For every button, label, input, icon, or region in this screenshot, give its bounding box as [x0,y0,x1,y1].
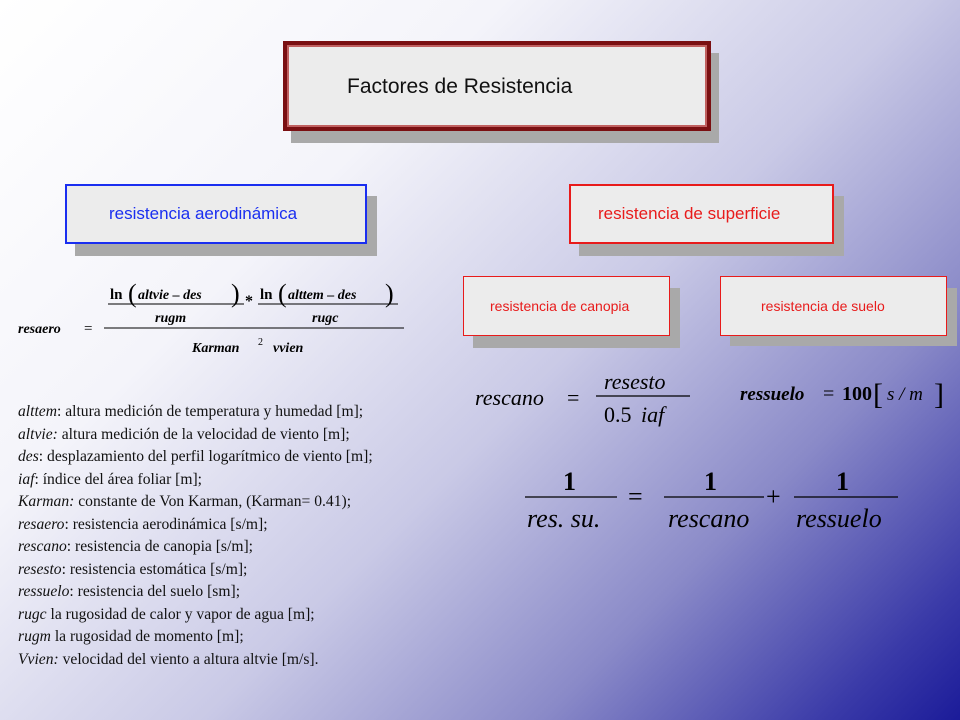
rescano-num: resesto [604,369,666,394]
ressuelo-equals: = [823,383,834,405]
arg-2: alttem – des [288,288,357,303]
paren-open-1: ( [128,279,137,308]
total-plus: + [766,482,781,511]
definition-item: rugm la rugosidad de momento [m]; [18,626,373,649]
karman-exp: 2 [258,337,263,348]
total-resistance-equation: 1 res. su. = 1 rescano + 1 ressuelo [525,467,898,533]
title-box: Factores de Resistencia [283,41,711,131]
den-1: rugm [155,311,186,326]
definition-item: rescano: resistencia de canopia [s/m]; [18,536,373,559]
total-equals: = [628,482,643,511]
definition-term: alttem [18,403,57,420]
total-den-1: rescano [668,504,749,533]
rescano-lhs: rescano [475,385,544,410]
definition-item: des: desplazamiento del perfil logarítmi… [18,446,373,469]
definition-item: resaero: resistencia aerodinámica [s/m]; [18,514,373,537]
ressuelo-lhs: ressuelo [740,384,804,405]
total-lhs-num: 1 [563,467,576,496]
ressuelo-equation: ressuelo = 100 [ s / m ] [740,378,944,411]
definition-item: alttem: altura medición de temperatura y… [18,401,373,424]
definition-item: resesto: resistencia estomática [s/m]; [18,559,373,582]
star: * [245,293,253,310]
paren-open-2: ( [278,279,287,308]
soil-resistance-label: resistencia de suelo [761,298,885,314]
total-num-2: 1 [836,467,849,496]
definition-text: constante de Von Karman, (Karman= 0.41); [74,493,352,510]
definition-term: altvie: [18,425,58,443]
bracket-open: [ [873,378,883,411]
surface-resistance-label: resistencia de superficie [598,204,781,223]
definition-item: iaf: índice del área foliar [m]; [18,469,373,492]
total-den-2: ressuelo [796,504,882,533]
aerodynamic-resistance-header: resistencia aerodinámica [65,184,367,244]
karman: Karman [191,341,240,356]
ln-2: ln [260,287,273,303]
soil-resistance-header: resistencia de suelo [720,276,947,336]
vvien: vvien [273,341,304,356]
definition-text: : resistencia aerodinámica [s/m]; [64,515,268,533]
definition-term: Vvien: [18,650,59,668]
rescano-equals: = [567,385,579,410]
definition-term: rugc [18,605,47,623]
definition-text: velocidad del viento a altura altvie [m/… [58,650,319,668]
definition-item: rugc la rugosidad de calor y vapor de ag… [18,604,373,627]
canopy-resistance-header: resistencia de canopia [463,276,670,336]
definition-term: resesto [18,560,62,578]
ln-1: ln [110,287,123,303]
definition-item: ressuelo: resistencia del suelo [sm]; [18,581,373,604]
arg-1: altvie – des [138,288,202,303]
definition-text: la rugosidad de calor y vapor de agua [m… [46,605,315,623]
definition-text: : desplazamiento del perfil logarítmico … [38,448,373,465]
aerodynamic-resistance-label: resistencia aerodinámica [109,204,298,223]
ressuelo-unit: s / m [887,384,923,405]
definition-term: Karman: [18,493,75,510]
definition-text: : resistencia de canopia [s/m]; [66,538,253,555]
resaero-lhs: resaero [18,322,61,337]
bracket-close: ] [934,378,944,411]
definition-text: : altura medición de temperatura y humed… [56,403,364,420]
definition-term: resaero [18,515,65,533]
definition-item: altvie: altura medición de la velocidad … [18,424,373,447]
page-title: Factores de Resistencia [347,75,573,98]
definition-term: rescano [18,538,67,555]
total-num-1: 1 [704,467,717,496]
paren-close-2: ) [385,279,394,308]
resaero-equals: = [84,321,92,337]
rescano-den-num: 0.5 [604,402,632,427]
definition-text: : índice del área foliar [m]; [34,470,203,488]
ressuelo-value: 100 [842,383,872,405]
definition-text: : resistencia estomática [s/m]; [61,560,248,578]
definitions-list: alttem: altura medición de temperatura y… [18,401,373,671]
canopy-resistance-label: resistencia de canopia [490,298,630,314]
surface-resistance-header: resistencia de superficie [569,184,834,244]
definition-text: altura medición de la velocidad de vient… [57,425,350,443]
rescano-den-var: iaf [641,402,667,427]
definition-text: : resistencia del suelo [sm]; [69,583,241,600]
definition-term: rugm [18,628,51,645]
definition-term: iaf [18,470,35,488]
definition-text: la rugosidad de momento [m]; [50,628,244,645]
total-lhs-den: res. su. [527,504,600,533]
definition-term: des [18,448,39,465]
resaero-equation: resaero = ln ( altvie – des ) rugm * ln … [18,279,404,356]
definition-item: Vvien: velocidad del viento a altura alt… [18,649,373,672]
den-2: rugc [312,311,339,326]
paren-close-1: ) [231,279,240,308]
definition-item: Karman: constante de Von Karman, (Karman… [18,491,373,514]
definition-term: ressuelo [18,583,70,600]
rescano-equation: rescano = resesto 0.5 iaf [475,369,690,427]
